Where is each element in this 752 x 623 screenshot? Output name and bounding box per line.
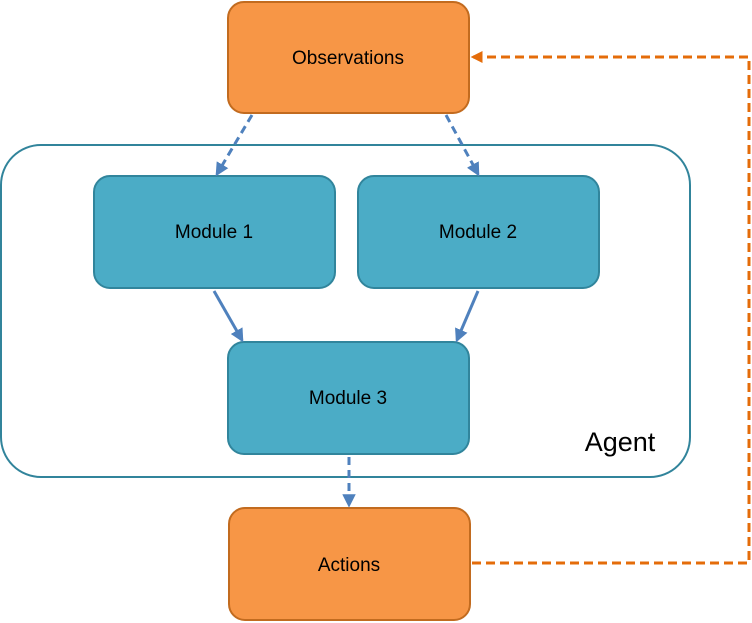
module-2-label: Module 2 [439,222,517,243]
module-1-node: Module 1 [93,175,336,289]
actions-label: Actions [318,555,380,576]
module-3-label: Module 3 [309,388,387,409]
observations-node: Observations [227,1,470,114]
module-1-label: Module 1 [175,222,253,243]
actions-node: Actions [228,507,471,621]
observations-label: Observations [292,48,404,69]
agent-label: Agent [585,427,656,457]
arrow-observations-to-module-1 [215,114,254,177]
arrow-module-2-to-module-3 [455,290,480,343]
module-2-node: Module 2 [357,175,600,289]
arrow-observations-to-module-2 [444,114,480,177]
arrow-module-1-to-module-3 [212,290,244,343]
module-3-node: Module 3 [227,341,470,455]
